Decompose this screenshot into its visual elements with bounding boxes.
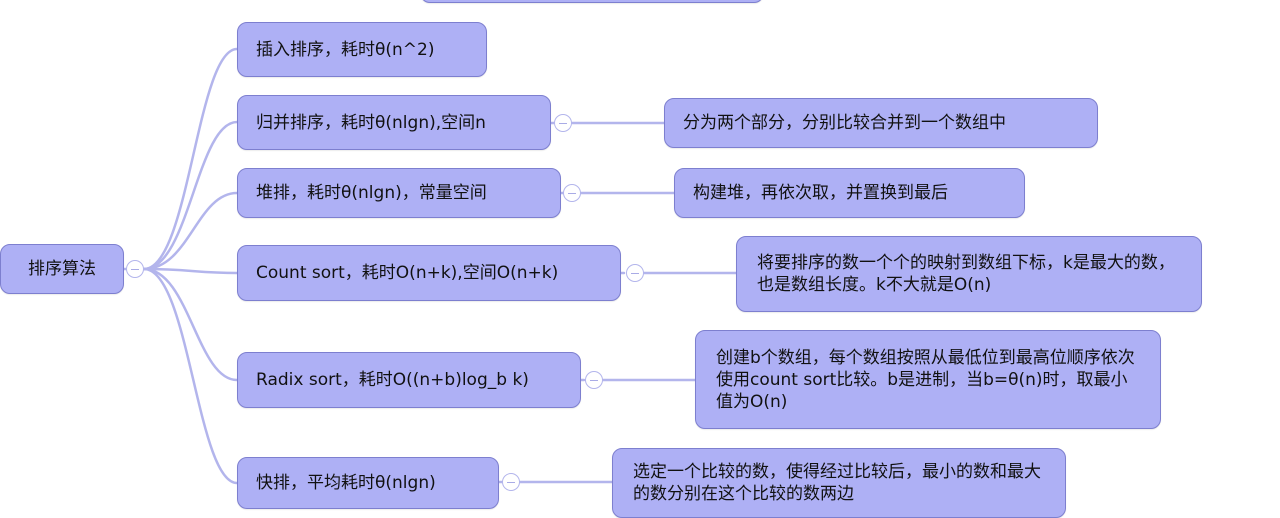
root-node-label: 排序算法 [28, 259, 96, 279]
detail-node-quick-sort[interactable]: 选定一个比较的数，使得经过比较后，最小的数和最大的数分别在这个比较的数两边 [612, 448, 1066, 518]
detail-label: 构建堆，再依次取，并置换到最后 [693, 183, 948, 203]
branch-link-quick [142, 267, 239, 485]
branch-label: 堆排，耗时θ(nlgn)，常量空间 [256, 183, 487, 203]
branch-label: 归并排序，耗时θ(nlgn),空间n [256, 112, 486, 133]
branch-node-merge-sort[interactable]: 归并排序，耗时θ(nlgn),空间n [237, 95, 551, 150]
branch-label: 插入排序，耗时θ(n^2) [256, 39, 435, 60]
branch-link-heap [142, 191, 239, 271]
detail-label: 分为两个部分，分别比较合并到一个数组中 [683, 113, 1006, 133]
branch-node-count-sort[interactable]: Count sort，耗时O(n+k),空间O(n+k) [237, 245, 621, 301]
heap-sort-collapse-toggle[interactable] [563, 184, 581, 202]
detail-label: 创建b个数组，每个数组按照从最低位到最高位顺序依次使用count sort比较。… [716, 347, 1135, 412]
branch-node-heap-sort[interactable]: 堆排，耗时θ(nlgn)，常量空间 [237, 168, 561, 218]
detail-label: 选定一个比较的数，使得经过比较后，最小的数和最大的数分别在这个比较的数两边 [633, 462, 1041, 504]
root-node[interactable]: 排序算法 [0, 244, 124, 294]
quick-sort-collapse-toggle[interactable] [502, 473, 520, 491]
merge-sort-collapse-toggle[interactable] [554, 114, 572, 132]
branch-link-insertion [142, 47, 239, 271]
branch-node-quick-sort[interactable]: 快排，平均耗时θ(nlgn) [237, 457, 499, 509]
detail-node-merge-sort[interactable]: 分为两个部分，分别比较合并到一个数组中 [664, 98, 1098, 148]
branch-label: Radix sort，耗时O((n+b)log_b k) [256, 370, 529, 390]
branch-node-radix-sort[interactable]: Radix sort，耗时O((n+b)log_b k) [237, 352, 581, 408]
branch-link-merge [142, 120, 239, 271]
detail-node-count-sort[interactable]: 将要排序的数一个个的映射到数组下标，k是最大的数，也是数组长度。k不大就是O(n… [736, 236, 1202, 312]
clipped-top-node[interactable] [420, 0, 764, 3]
radix-sort-collapse-toggle[interactable] [585, 371, 603, 389]
detail-node-heap-sort[interactable]: 构建堆，再依次取，并置换到最后 [674, 168, 1025, 218]
branch-label: 快排，平均耗时θ(nlgn) [256, 473, 436, 493]
root-collapse-toggle[interactable] [126, 260, 144, 278]
count-sort-collapse-toggle[interactable] [626, 264, 644, 282]
branch-label: Count sort，耗时O(n+k),空间O(n+k) [256, 263, 559, 283]
branch-node-insertion-sort[interactable]: 插入排序，耗时θ(n^2) [237, 22, 487, 77]
branch-link-radix [142, 267, 239, 382]
detail-node-radix-sort[interactable]: 创建b个数组，每个数组按照从最低位到最高位顺序依次使用count sort比较。… [695, 330, 1161, 429]
branch-link-count [142, 267, 239, 275]
detail-label: 将要排序的数一个个的映射到数组下标，k是最大的数，也是数组长度。k不大就是O(n… [757, 253, 1175, 295]
